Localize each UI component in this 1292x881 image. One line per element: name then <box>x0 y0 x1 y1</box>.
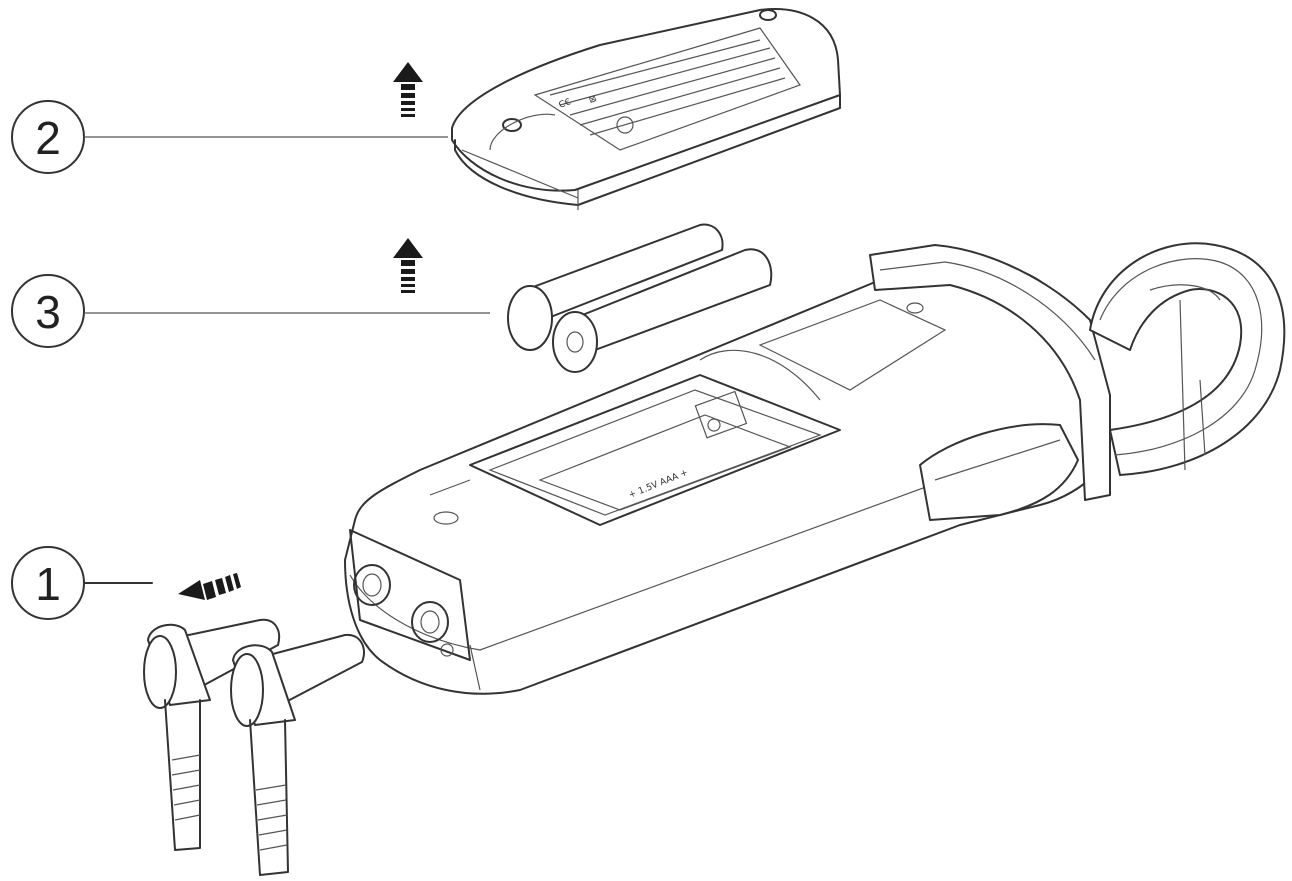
battery-cover: C€ ⊠ <box>451 8 841 210</box>
callout-2: 2 <box>11 100 448 174</box>
batteries <box>507 223 773 373</box>
clamp-meter-body: + 1.5V AAA + <box>344 242 1286 695</box>
test-leads <box>143 618 365 876</box>
weee-bin-mark-icon: ⊠ <box>588 94 599 106</box>
callout-number: 1 <box>35 558 61 610</box>
input-terminals <box>353 564 454 657</box>
callout-number: 2 <box>35 112 61 164</box>
up-arrow-icon <box>393 238 423 293</box>
ce-mark-icon: C€ <box>558 97 573 111</box>
callout-3: 3 <box>11 274 490 348</box>
callout-1: 1 <box>11 546 153 620</box>
up-arrow-icon <box>393 62 423 117</box>
left-arrow-icon <box>178 573 241 600</box>
callout-number: 3 <box>35 286 61 338</box>
